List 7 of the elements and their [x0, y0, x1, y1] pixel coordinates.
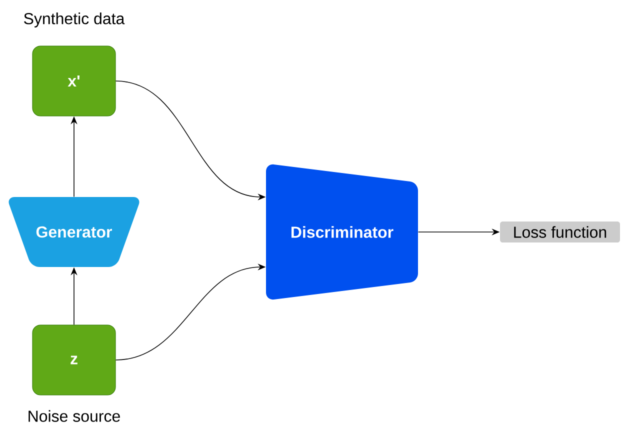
output-label: Loss function: [500, 222, 620, 242]
data-box: x': [32, 46, 116, 116]
generator-trapezoid: Generator: [8, 197, 140, 267]
node-caption: Noise source: [28, 410, 120, 422]
discriminator-trapezoid: Discriminator: [266, 164, 418, 300]
node-caption: Synthetic data: [24, 12, 125, 28]
data-box: z: [32, 324, 116, 396]
